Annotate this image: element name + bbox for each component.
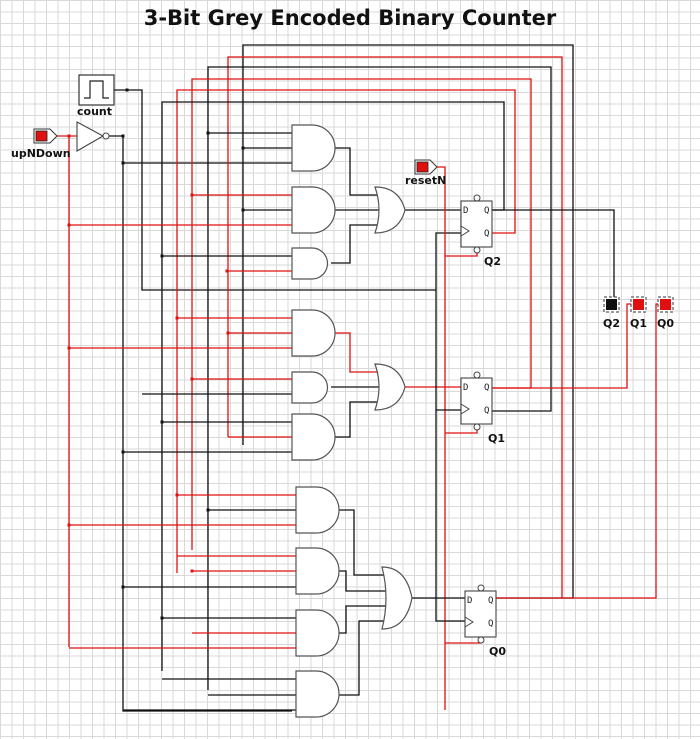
wire-low — [331, 147, 378, 196]
and-gate — [295, 609, 340, 657]
wire-low — [435, 232, 461, 290]
and-gate — [291, 413, 336, 461]
output-q2: Q2 — [603, 296, 620, 330]
junction-dot — [175, 316, 179, 320]
junction-dot — [121, 585, 125, 589]
junction-dot — [67, 134, 71, 138]
wire-high — [496, 303, 658, 599]
not-gate — [76, 121, 110, 152]
flip-flop-label: Q0 — [489, 645, 506, 658]
and-gate — [291, 371, 329, 404]
d-pin-label: D — [463, 206, 468, 216]
junction-dot — [175, 493, 179, 497]
output-q0: Q0 — [657, 296, 674, 330]
junction-dot — [160, 420, 164, 424]
reset-input[interactable]: resetN — [405, 159, 446, 187]
qn-pin-label: Q — [484, 406, 489, 416]
and-gate — [291, 186, 336, 234]
clock-label: count — [77, 105, 112, 118]
junction-dots — [67, 88, 245, 620]
wire-low — [207, 66, 552, 690]
junction-dot — [121, 450, 125, 454]
d-pin-label: D — [467, 596, 472, 606]
output-state-indicator — [606, 299, 617, 310]
up-down-label: upNDown — [11, 147, 71, 160]
and-gate — [295, 670, 340, 718]
up-down-input[interactable]: upNDown — [11, 128, 71, 160]
input-state-indicator — [416, 161, 429, 173]
wire-high — [445, 430, 478, 434]
flip-flop-label: Q2 — [484, 255, 501, 268]
output-label: Q2 — [603, 317, 620, 330]
junction-dot — [225, 269, 229, 273]
junction-dot — [206, 131, 210, 135]
and-gate — [291, 309, 336, 357]
qn-pin-label: Q — [488, 619, 493, 629]
junction-dot — [241, 146, 245, 150]
wire-low — [435, 410, 465, 622]
junction-dot — [67, 523, 71, 527]
wire-low — [492, 209, 615, 297]
wire-low — [435, 290, 461, 411]
q-pin-label: Q — [488, 596, 493, 606]
junction-dot — [241, 208, 245, 212]
and-gate — [295, 547, 340, 595]
junction-dot — [121, 134, 125, 138]
output-q1: Q1 — [630, 296, 647, 330]
junction-dot — [125, 88, 129, 92]
q-pin-label: Q — [484, 206, 489, 216]
wire-low — [335, 570, 388, 592]
input-state-indicator — [35, 130, 48, 142]
output-label: Q0 — [657, 317, 674, 330]
and-gate — [291, 124, 336, 172]
wire-high — [227, 56, 563, 598]
and-gate — [291, 247, 329, 280]
clock-pulse-icon — [84, 80, 109, 99]
output-label: Q1 — [630, 317, 647, 330]
flip-flop-label: Q1 — [488, 432, 505, 445]
and-gate — [295, 486, 340, 534]
wire-low — [331, 224, 378, 264]
wire-high — [445, 253, 478, 257]
wire-low — [335, 605, 388, 634]
junction-dot — [160, 616, 164, 620]
wire-low — [109, 135, 292, 712]
gates — [291, 124, 413, 718]
junction-dot — [190, 377, 194, 381]
q-pin-label: Q — [484, 383, 489, 393]
wire-low — [335, 509, 386, 576]
output-state-indicator — [660, 299, 671, 310]
or-gate — [381, 566, 413, 630]
junction-dot — [190, 569, 194, 573]
wire-low — [335, 620, 386, 696]
junction-dot — [160, 254, 164, 258]
junction-dot — [67, 223, 71, 227]
wire-high — [176, 89, 516, 573]
wire-high — [492, 303, 631, 389]
junction-dot — [190, 193, 194, 197]
flip-flop-q0: D Q Q Q0 — [464, 584, 506, 658]
clock-input[interactable]: count — [77, 74, 115, 118]
output-state-indicator — [633, 299, 644, 310]
junction-dot — [226, 331, 230, 335]
wire-low — [331, 401, 378, 438]
junction-dot — [206, 508, 210, 512]
qn-pin-label: Q — [484, 229, 489, 239]
d-pin-label: D — [463, 383, 468, 393]
or-gate — [374, 363, 406, 411]
flip-flop-q2: D Q Q Q2 — [460, 194, 501, 268]
or-gate — [374, 186, 406, 234]
flip-flop-q1: D Q Q Q1 — [460, 371, 505, 445]
circuit-title: 3-Bit Grey Encoded Binary Counter — [143, 6, 557, 30]
wire-high — [437, 166, 446, 710]
reset-label: resetN — [405, 174, 446, 187]
wire-high — [331, 332, 378, 373]
junction-dot — [67, 346, 71, 350]
junction-dot — [121, 161, 125, 165]
wires — [57, 44, 658, 712]
